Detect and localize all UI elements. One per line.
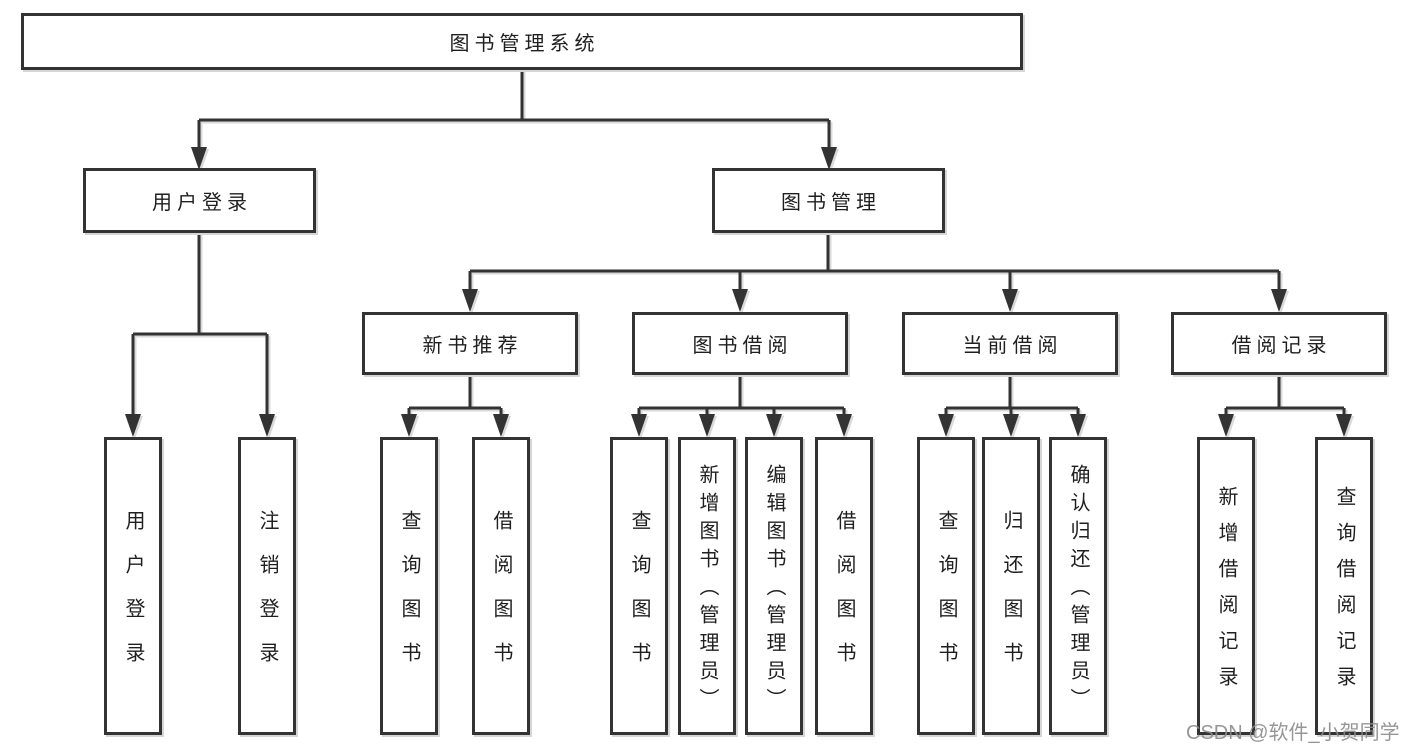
- leaf-query-books-borrow: 查询图书: [610, 437, 668, 735]
- leaf-label: 查询图书: [935, 510, 957, 686]
- leaf-query-books-current: 查询图书: [917, 437, 975, 735]
- node-book-management: 图书管理: [712, 168, 945, 233]
- node-current-borrow-label: 当前借阅: [962, 335, 1063, 357]
- leaf-label: 借阅图书: [490, 510, 512, 686]
- leaf-label: 借阅图书: [833, 510, 855, 686]
- leaf-borrow-books-recommend: 借阅图书: [472, 437, 530, 735]
- node-borrow-record: 借阅记录: [1171, 312, 1387, 375]
- leaf-label: 确认归还（管理员）: [1067, 464, 1089, 716]
- node-current-borrow: 当前借阅: [902, 312, 1118, 375]
- node-borrow-record-label: 借阅记录: [1231, 335, 1332, 357]
- leaf-logout: 注销登录: [238, 437, 296, 735]
- leaf-edit-books-admin: 编辑图书（管理员）: [745, 437, 803, 735]
- leaf-label: 查询图书: [628, 510, 650, 686]
- node-book-management-label: 图书管理: [781, 192, 881, 214]
- leaf-label: 新增借阅记录: [1215, 486, 1237, 702]
- watermark: CSDN @软件_小贺同学: [1186, 722, 1400, 744]
- node-book-borrow: 图书借阅: [632, 312, 848, 375]
- leaf-label: 用户登录: [122, 510, 144, 686]
- leaf-label: 新增图书（管理员）: [696, 464, 718, 716]
- leaf-confirm-return-admin: 确认归还（管理员）: [1049, 437, 1107, 735]
- node-root: 图书管理系统: [21, 13, 1023, 70]
- arrowhead-icons: [125, 147, 1352, 437]
- leaf-label: 编辑图书（管理员）: [763, 464, 785, 716]
- node-new-book-recommend-label: 新书推荐: [422, 335, 523, 357]
- node-new-book-recommend: 新书推荐: [362, 312, 578, 375]
- leaf-return-books: 归还图书: [982, 437, 1040, 735]
- leaf-label: 查询借阅记录: [1333, 486, 1355, 702]
- leaf-label: 查询图书: [398, 510, 420, 686]
- node-user-login: 用户登录: [83, 168, 316, 233]
- node-book-borrow-label: 图书借阅: [692, 335, 793, 357]
- node-user-login-label: 用户登录: [152, 192, 252, 214]
- node-root-label: 图书管理系统: [449, 33, 600, 55]
- leaf-query-borrow-record: 查询借阅记录: [1315, 437, 1373, 735]
- leaf-add-books-admin: 新增图书（管理员）: [678, 437, 736, 735]
- leaf-query-books-recommend: 查询图书: [380, 437, 438, 735]
- leaf-borrow-books: 借阅图书: [815, 437, 873, 735]
- leaf-add-borrow-record: 新增借阅记录: [1197, 437, 1255, 735]
- leaf-label: 注销登录: [256, 510, 278, 686]
- leaf-user-login: 用户登录: [104, 437, 162, 735]
- leaf-label: 归还图书: [1000, 510, 1022, 686]
